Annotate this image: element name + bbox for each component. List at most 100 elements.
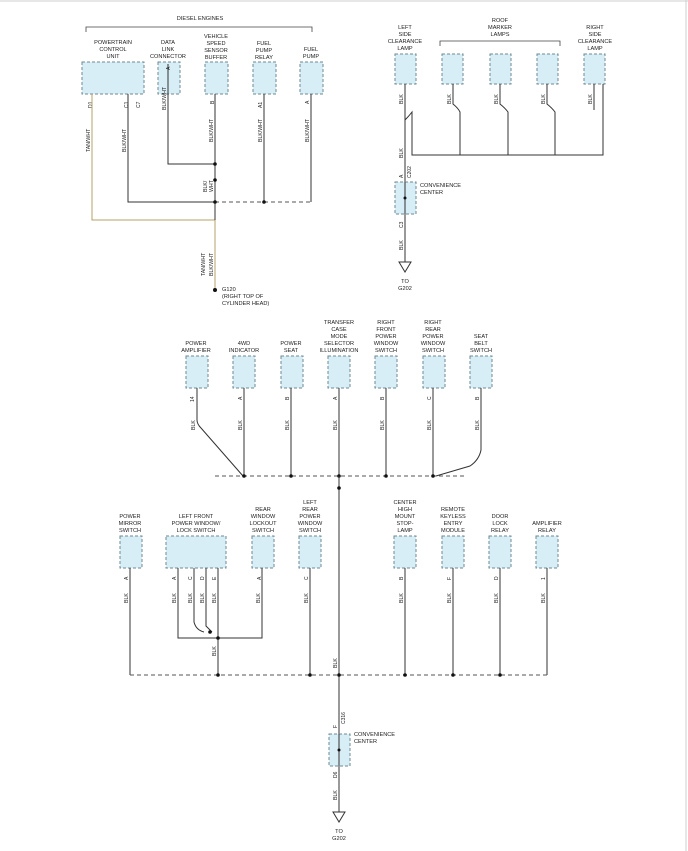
svg-text:MIRROR: MIRROR xyxy=(119,521,142,527)
ground-point xyxy=(213,288,217,292)
wire-label: BLK xyxy=(124,593,130,603)
svg-text:LEFT FRONT: LEFT FRONT xyxy=(179,514,214,520)
svg-text:POWER: POWER xyxy=(280,341,301,347)
vss-buffer-box xyxy=(204,61,229,95)
svg-text:WINDOW: WINDOW xyxy=(374,341,399,347)
splice-dot xyxy=(213,178,217,182)
svg-text:SELECTOR: SELECTOR xyxy=(324,341,354,347)
rke-module-label: REMOTE KEYLESS ENTRY MODULE xyxy=(440,507,466,534)
pin: C xyxy=(304,576,310,580)
splice-dot xyxy=(308,673,312,677)
pin: F xyxy=(333,725,339,728)
blk-wire xyxy=(205,568,213,633)
svg-text:RIGHT: RIGHT xyxy=(586,25,604,31)
transfer-case-label: TRANSFER CASE MODE SELECTOR ILLUMINATION xyxy=(320,320,359,354)
blk-wire xyxy=(177,568,263,639)
svg-text:CENTER: CENTER xyxy=(394,500,417,506)
splice-dot xyxy=(431,474,435,478)
splice-dot xyxy=(384,474,388,478)
svg-text:CONNECTOR: CONNECTOR xyxy=(150,54,186,60)
svg-text:UNIT: UNIT xyxy=(106,54,120,60)
middle-group: POWER AMPLIFIER 4WD INDICATOR POWER SEAT… xyxy=(181,320,493,478)
wire-label: BLK xyxy=(200,593,206,603)
pin: 14 xyxy=(190,396,196,402)
wire-label: BLK/WHT xyxy=(122,128,128,152)
svg-text:POWER: POWER xyxy=(422,334,443,340)
wire-label: BLK/WHT xyxy=(305,118,311,142)
ground-g120-label: G120 (RIGHT TOP OF CYLINDER HEAD) xyxy=(222,287,269,307)
svg-text:SWITCH: SWITCH xyxy=(299,528,321,534)
svg-text:POWER: POWER xyxy=(119,514,140,520)
vss-buffer-label: VEHICLE SPEED SENSOR BUFFER xyxy=(204,34,228,61)
svg-text:G202: G202 xyxy=(398,286,412,292)
svg-text:RELAY: RELAY xyxy=(255,55,273,61)
svg-text:CLEARANCE: CLEARANCE xyxy=(388,39,422,45)
splice-dot xyxy=(451,673,455,677)
left-rear-window-label: LEFT REAR POWER WINDOW SWITCH xyxy=(298,500,323,534)
svg-text:RIGHT: RIGHT xyxy=(377,320,395,326)
splice-dot xyxy=(216,636,220,640)
pin: A xyxy=(172,576,178,580)
svg-text:AMPLIFIER: AMPLIFIER xyxy=(181,348,211,354)
splice-dot xyxy=(242,474,246,478)
wire-label: TAN/WHT xyxy=(86,128,92,152)
left-clearance-lamp-box xyxy=(394,53,417,85)
svg-text:CENTER: CENTER xyxy=(354,739,377,745)
wire-label: BLK xyxy=(588,94,594,104)
svg-text:WINDOW: WINDOW xyxy=(298,521,323,527)
svg-text:LINK: LINK xyxy=(162,47,175,53)
convenience-center-label: CONVENIENCE CENTER xyxy=(420,183,461,196)
svg-text:CLEARANCE: CLEARANCE xyxy=(578,39,612,45)
pin: A xyxy=(333,396,339,400)
fuel-pump-box xyxy=(299,61,324,95)
svg-text:G120: G120 xyxy=(222,287,236,293)
svg-text:WINDOW: WINDOW xyxy=(251,514,276,520)
chmsl-box xyxy=(393,535,417,569)
right-front-window-label: RIGHT FRONT POWER WINDOW SWITCH xyxy=(374,320,399,354)
svg-text:REAR: REAR xyxy=(302,507,318,513)
wire-label: BLK xyxy=(541,593,547,603)
svg-text:SEAT: SEAT xyxy=(284,348,299,354)
svg-text:LAMP: LAMP xyxy=(397,46,413,52)
ground-g202-label: TO G202 xyxy=(332,829,346,842)
wire-label: BLK xyxy=(447,94,453,104)
wire-label: TAN/WHT xyxy=(201,252,207,276)
svg-text:REAR: REAR xyxy=(255,507,271,513)
svg-text:DATA: DATA xyxy=(161,40,175,46)
wire-label: BLK xyxy=(399,240,405,250)
wire-label: BLK xyxy=(212,593,218,603)
convenience-center-label: CONVENIENCE CENTER xyxy=(354,732,395,745)
pin: B xyxy=(285,396,291,400)
blk-wire xyxy=(404,84,604,156)
svg-text:MODULE: MODULE xyxy=(441,528,465,534)
svg-text:POWER: POWER xyxy=(185,341,206,347)
svg-text:PUMP: PUMP xyxy=(303,54,319,60)
wire-label: BLK xyxy=(333,658,339,668)
pin: D xyxy=(200,576,206,580)
svg-text:INDICATOR: INDICATOR xyxy=(229,348,259,354)
seat-belt-switch-label: SEAT BELT SWITCH xyxy=(470,334,492,354)
right-clearance-lamp-box xyxy=(583,53,606,85)
svg-text:SWITCH: SWITCH xyxy=(470,348,492,354)
amplifier-relay-box xyxy=(535,535,559,569)
roof-marker-lamp-box xyxy=(489,53,512,85)
blk-wht-wire xyxy=(167,64,215,165)
svg-text:POWER WINDOW/: POWER WINDOW/ xyxy=(172,521,221,527)
svg-text:CYLINDER HEAD): CYLINDER HEAD) xyxy=(222,301,269,307)
pcu-label: POWERTRAIN CONTROL UNIT xyxy=(94,40,132,60)
svg-text:KEYLESS: KEYLESS xyxy=(440,514,466,520)
chmsl-label: CENTER HIGH MOUNT STOP- LAMP xyxy=(394,500,417,534)
seat-belt-switch-box xyxy=(469,355,493,389)
pin: B xyxy=(399,576,405,580)
svg-text:SENSOR: SENSOR xyxy=(204,48,228,54)
pin: A xyxy=(305,100,311,104)
svg-text:POWER: POWER xyxy=(299,514,320,520)
svg-text:LOCK: LOCK xyxy=(492,521,508,527)
svg-text:TO: TO xyxy=(335,829,343,835)
power-mirror-switch-label: POWER MIRROR SWITCH xyxy=(119,514,142,534)
svg-text:AMPLIFIER: AMPLIFIER xyxy=(532,521,562,527)
svg-text:RELAY: RELAY xyxy=(491,528,509,534)
wire-label: BLK xyxy=(427,420,433,430)
svg-text:CENTER: CENTER xyxy=(420,190,443,196)
